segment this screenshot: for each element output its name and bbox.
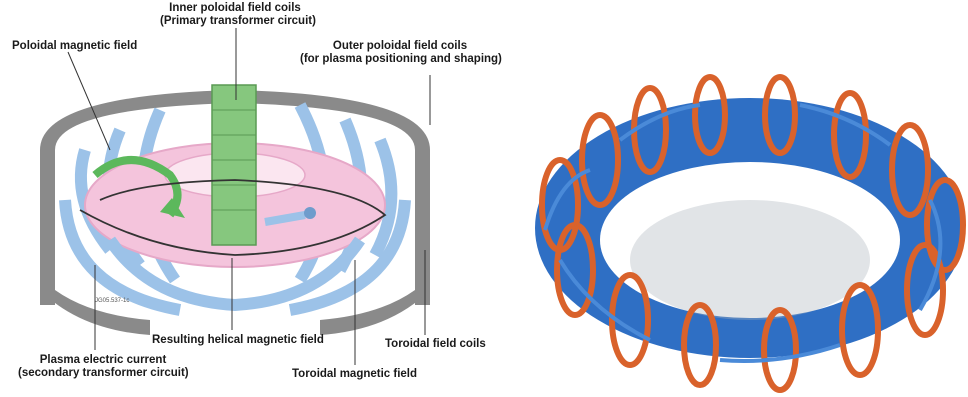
plasma-current-label: Plasma electric current (secondary trans… — [18, 354, 188, 380]
plasma-current-subtitle: (secondary transformer circuit) — [18, 367, 188, 380]
outer-poloidal-coils-title: Outer poloidal field coils — [300, 40, 500, 53]
inner-poloidal-coils-subtitle: (Primary transformer circuit) — [160, 15, 310, 28]
central-solenoid — [212, 85, 256, 245]
outer-poloidal-coil-left — [40, 150, 55, 305]
outer-poloidal-coil-right — [415, 150, 430, 305]
toroidal-coils-label: Toroidal field coils — [385, 338, 486, 351]
plasma-current-title: Plasma electric current — [18, 354, 188, 367]
inner-poloidal-coils-title: Inner poloidal field coils — [160, 2, 310, 15]
stellarator-render — [535, 77, 965, 390]
figure-code: JG05.537-1c — [95, 298, 129, 304]
outer-poloidal-coils-label: Outer poloidal field coils (for plasma p… — [300, 40, 500, 66]
outer-poloidal-coils-subtitle: (for plasma positioning and shaping) — [300, 53, 500, 66]
helical-field-label: Resulting helical magnetic field — [152, 334, 324, 347]
toroidal-field-arrowhead — [304, 207, 316, 219]
toroidal-field-label: Toroidal magnetic field — [292, 368, 417, 381]
inner-poloidal-coils-label: Inner poloidal field coils (Primary tran… — [160, 2, 310, 28]
poloidal-field-label: Poloidal magnetic field — [12, 40, 137, 53]
